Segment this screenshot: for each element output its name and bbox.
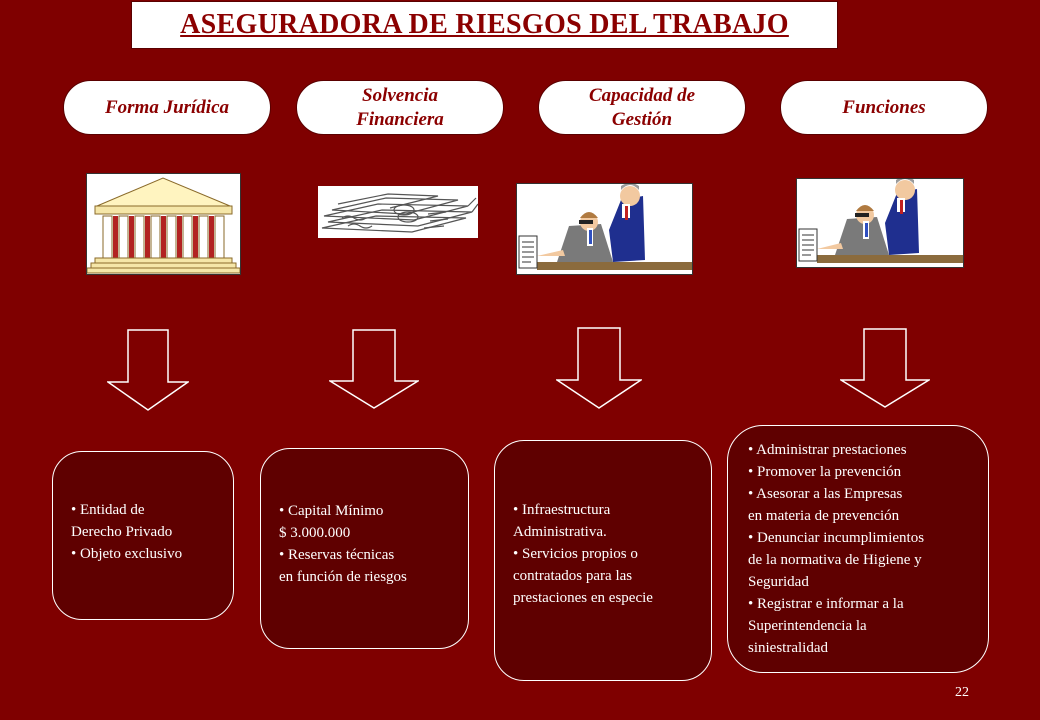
list-item: • Capital Mínimo $ 3.000.000	[279, 502, 384, 541]
list-item: • Promover la prevención	[748, 464, 902, 480]
list-item: • Reservas técnicas en función de riesgo…	[279, 546, 407, 585]
down-arrow-icon	[329, 329, 419, 409]
list-item: • Registrar e informar a la Superintende…	[748, 596, 904, 656]
box-solvencia-financiera: • Capital Mínimo $ 3.000.000 • Reservas …	[260, 448, 469, 649]
list-item: • Administrar prestaciones	[748, 442, 907, 458]
title-box: ASEGURADORA DE RIESGOS DEL TRABAJO	[131, 1, 838, 49]
business-meeting-icon	[796, 177, 964, 268]
box-forma-juridica: • Entidad de Derecho Privado • Objeto ex…	[52, 451, 234, 620]
header-capacidad-gestion: Capacidad de Gestión	[538, 80, 746, 135]
page-title: ASEGURADORA DE RIESGOS DEL TRABAJO	[180, 9, 789, 40]
list-item: • Asesorar a las Empresas en materia de …	[748, 486, 903, 524]
header-forma-juridica: Forma Jurídica	[63, 80, 271, 135]
courthouse-icon	[86, 173, 241, 275]
list-item: • Entidad de Derecho Privado	[71, 501, 173, 540]
list-item: • Infraestructura Administrativa.	[513, 501, 611, 540]
header-funciones: Funciones	[780, 80, 988, 135]
business-meeting-icon	[516, 183, 693, 275]
box-funciones: • Administrar prestaciones • Promover la…	[727, 425, 989, 673]
down-arrow-icon	[556, 327, 642, 409]
page-number: 22	[955, 685, 969, 700]
list-item: • Denunciar incumplimientos de la normat…	[748, 530, 925, 590]
list-item: • Objeto exclusivo	[71, 545, 183, 562]
box-capacidad-gestion: • Infraestructura Administrativa. • Serv…	[494, 440, 712, 681]
down-arrow-icon	[840, 328, 930, 408]
banknotes-icon	[318, 186, 479, 238]
header-solvencia-financiera: Solvencia Financiera	[296, 80, 504, 135]
down-arrow-icon	[107, 329, 189, 411]
list-item: • Servicios propios o contratados para l…	[513, 545, 653, 606]
